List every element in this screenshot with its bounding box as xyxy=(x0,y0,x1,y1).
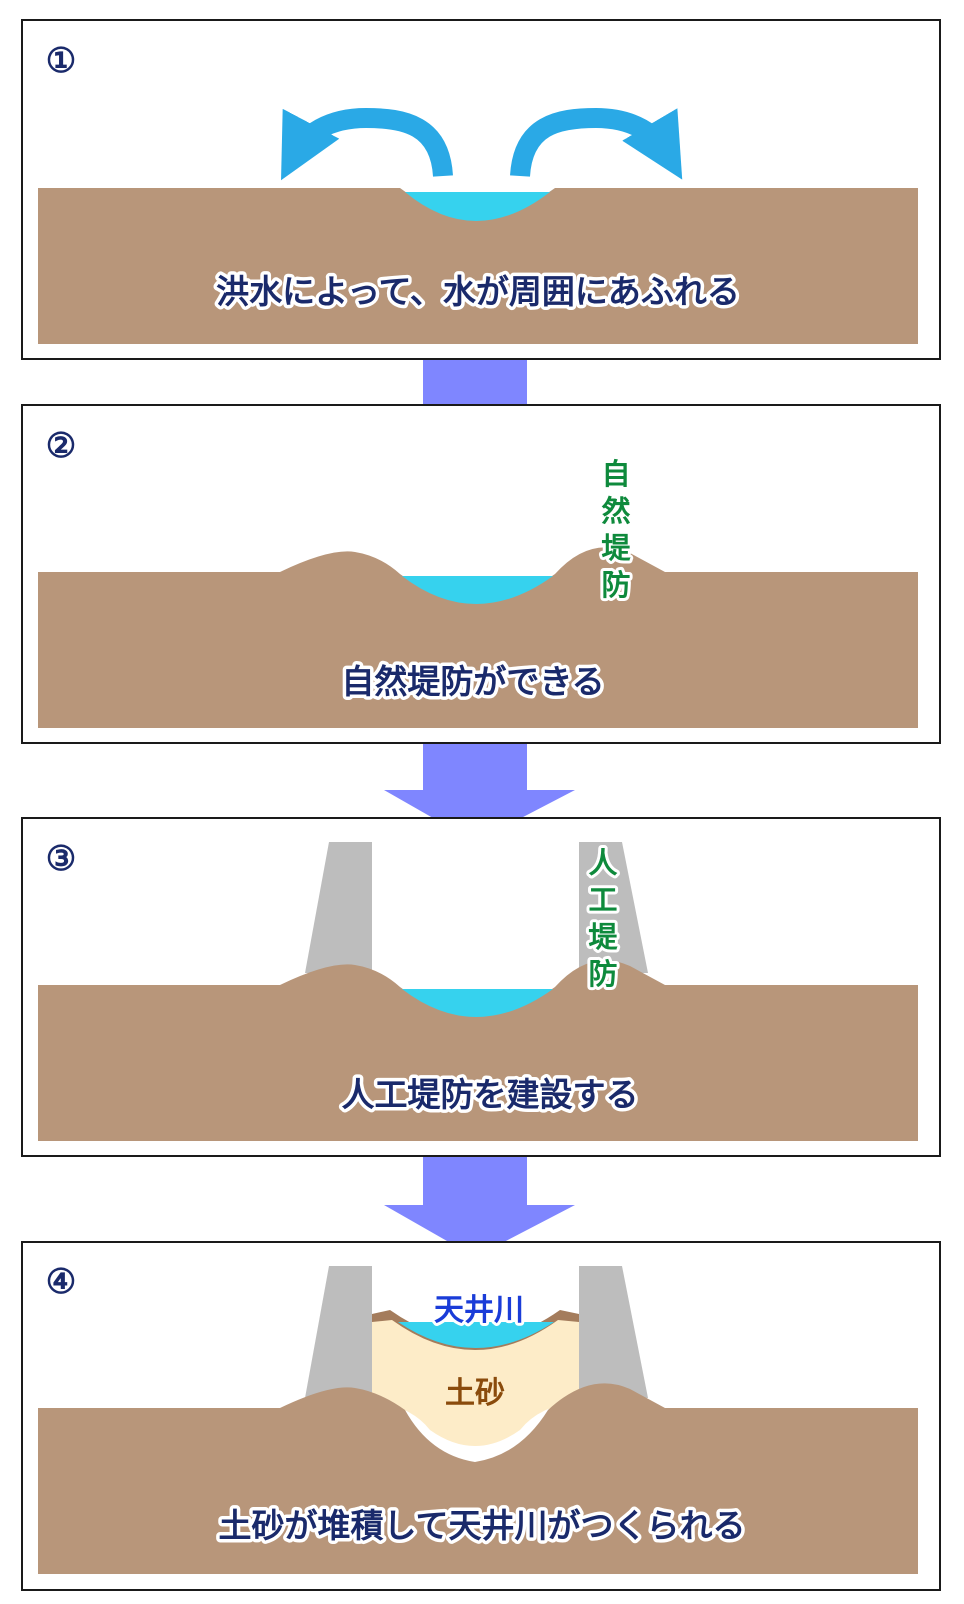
step-panel-2: 自 然 堤 防 ② ② 自然堤防ができる xyxy=(21,404,941,744)
step-panel-1: ① ① 洪水によって、水が周囲にあふれる xyxy=(21,19,941,360)
step-number-digit: ③ xyxy=(46,839,76,879)
step-caption: 自然堤防ができる xyxy=(341,662,604,701)
svg-text:防: 防 xyxy=(588,957,617,991)
flow-arrow-right xyxy=(510,107,683,180)
step-number-digit: ① xyxy=(46,41,76,81)
step-panel-3: 人 工 堤 防 ③ ③ 人工堤防を建設する xyxy=(21,817,941,1157)
sediment xyxy=(372,1318,579,1446)
svg-text:防: 防 xyxy=(601,568,630,602)
water-surface xyxy=(405,192,550,221)
step-number-digit: ② xyxy=(46,426,76,466)
svg-text:堤: 堤 xyxy=(601,531,631,565)
step-number-digit: ④ xyxy=(46,1262,76,1302)
artificial-levee-label: 人 工 堤 防 xyxy=(585,843,621,994)
step-caption: 洪水によって、水が周囲にあふれる xyxy=(216,272,740,311)
sediment-label: 土砂 xyxy=(445,1376,505,1411)
artificial-levee-left xyxy=(305,842,372,973)
water xyxy=(402,989,553,1017)
ground xyxy=(38,188,918,344)
water xyxy=(398,1322,554,1348)
artificial-levee-left xyxy=(305,1266,372,1398)
svg-text:人: 人 xyxy=(588,846,617,880)
step-arrow-3 xyxy=(384,1150,575,1257)
svg-text:然: 然 xyxy=(601,494,630,528)
svg-text:自: 自 xyxy=(601,457,630,491)
step-panel-4: 天井川 土砂 ④ ④ 土砂が堆積して天井川がつくられる xyxy=(21,1241,941,1591)
artificial-levee-right xyxy=(579,842,648,973)
water xyxy=(402,576,553,604)
svg-text:堤: 堤 xyxy=(588,920,618,954)
step-caption: 土砂が堆積して天井川がつくられる xyxy=(218,1506,745,1545)
svg-text:工: 工 xyxy=(588,883,617,917)
ground xyxy=(38,1383,918,1574)
ground xyxy=(38,960,918,1141)
artificial-levee-right xyxy=(579,1266,648,1398)
tenjo-river-label: 天井川 xyxy=(434,1293,524,1328)
step-arrow-2 xyxy=(384,735,575,842)
ground xyxy=(38,547,918,728)
step-caption: 人工堤防を建設する xyxy=(342,1075,639,1114)
flow-arrow-left xyxy=(281,107,453,181)
natural-levee-label: 自 然 堤 防 xyxy=(598,454,634,605)
